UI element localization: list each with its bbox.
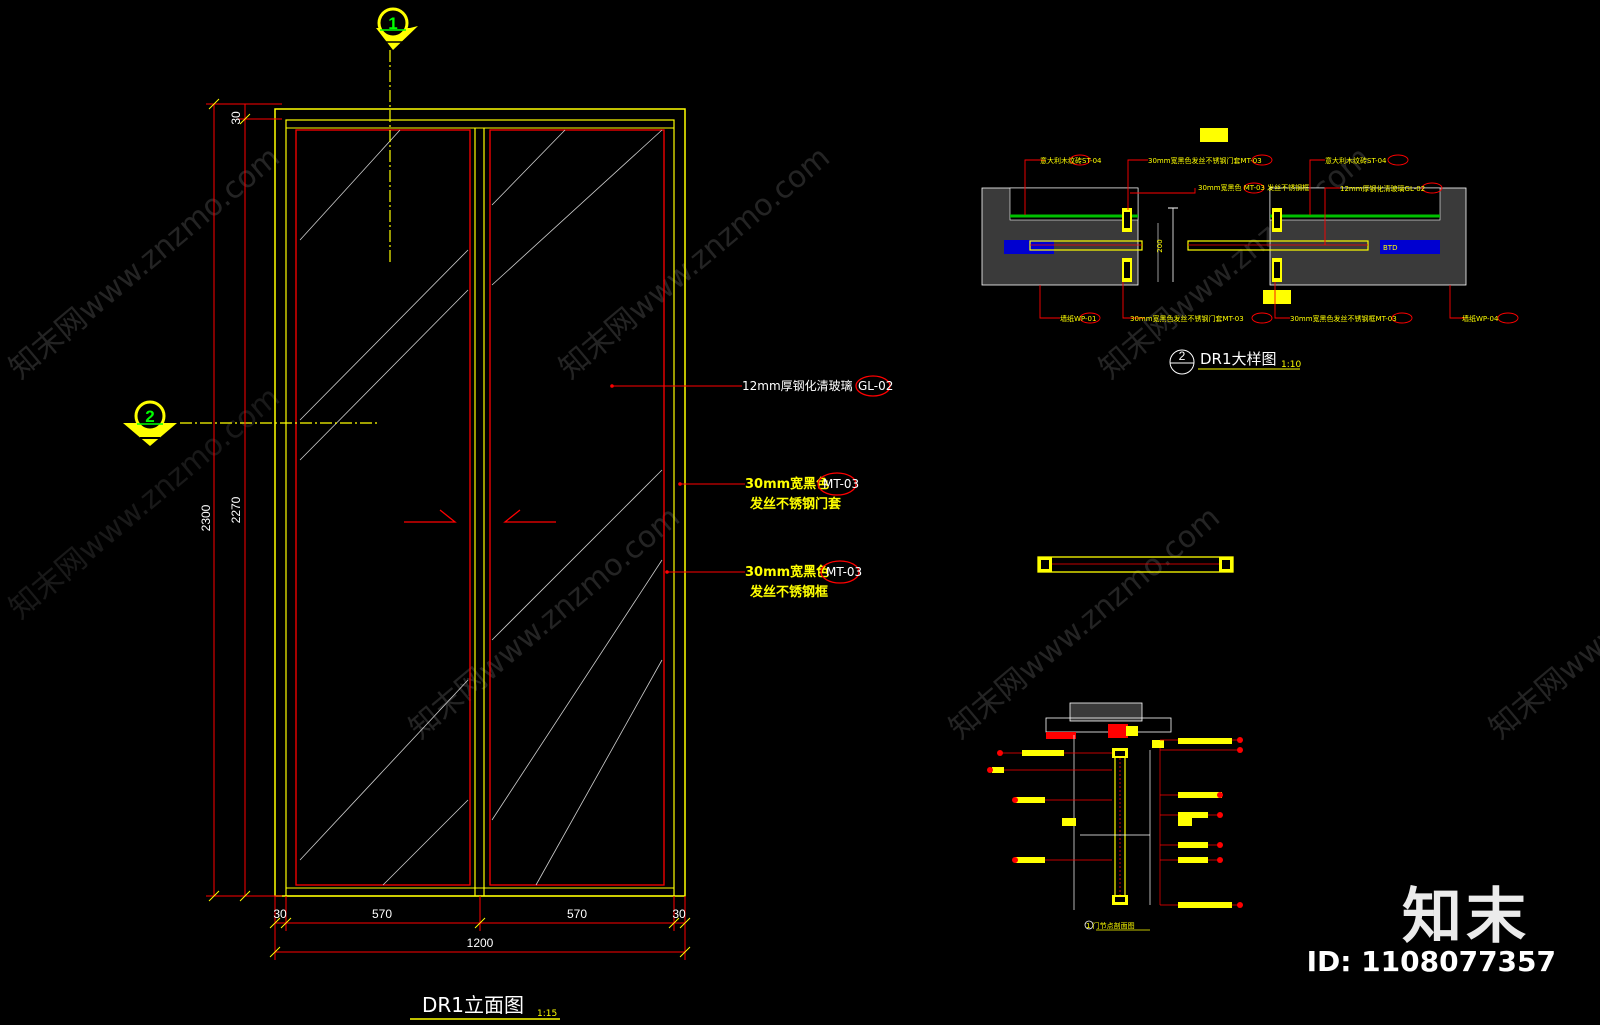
- detail-callouts-bottom: [1039, 282, 1519, 324]
- detail-title-marker: 2: [1179, 349, 1186, 363]
- door-frame-inner: [285, 119, 675, 897]
- dim-height-inner: 2270: [229, 496, 243, 523]
- dim-height-total: 2300: [199, 504, 213, 531]
- dim-leaf-left: 570: [372, 907, 392, 921]
- note-glass: 12mm厚钢化清玻璃 GL-02: [610, 375, 893, 397]
- watermark-text: 知末网www.znzmo.com: [553, 140, 837, 386]
- door-elevation: 1 2 2300 2270 30: [123, 7, 893, 1020]
- dim-width-total: 1200: [467, 936, 494, 950]
- detail-callouts-top: [1024, 154, 1443, 245]
- note-glass-text: 12mm厚钢化清玻璃: [742, 379, 853, 393]
- section-marker-1-label: 1: [388, 14, 397, 33]
- door-frame-outer: [274, 108, 686, 897]
- note-frame-line2: 发丝不锈钢框: [749, 584, 828, 600]
- horizontal-dimensions: [269, 896, 691, 960]
- vertical-dimensions: [206, 98, 282, 902]
- brand-id-text: ID: 1108077357: [1306, 945, 1556, 978]
- section-marker-2-label: 2: [145, 407, 154, 426]
- detail-callout-top-5: 12mm厚钢化清玻璃GL-02: [1340, 184, 1425, 193]
- detail-callout-bottom-3: 30mm宽黑色发丝不锈钢框MT-03: [1290, 314, 1397, 323]
- door-handle-left: [404, 509, 457, 523]
- detail-dim-label: BTD: [1383, 244, 1397, 252]
- elevation-title-scale: 1:15: [537, 1009, 557, 1019]
- detail-title-scale: 1:10: [1281, 360, 1301, 370]
- detail-callout-top-1: 意大利木纹砖ST-04: [1040, 156, 1102, 165]
- note-door-cover-code: MT-03: [823, 477, 859, 491]
- door-handle-right: [503, 509, 556, 523]
- insulation-right: [1380, 240, 1440, 254]
- detail-room-top: 走廊: [1207, 131, 1221, 140]
- note-door-cover-line1: 30mm宽黑色: [745, 476, 829, 492]
- note-door-cover: 30mm宽黑色 MT-03 发丝不锈钢门套: [678, 472, 859, 512]
- detail-dim-200: 200: [1156, 239, 1164, 252]
- glass-reflection-lines: [299, 129, 663, 886]
- detail-callout-top-4: 意大利木纹砖ST-04: [1325, 156, 1387, 165]
- note-frame-code: MT-03: [826, 565, 862, 579]
- note-frame-line1: 30mm宽黑色: [745, 564, 829, 580]
- door-leaf-left: [295, 129, 471, 886]
- note-glass-code: GL-02: [858, 379, 893, 393]
- dim-frame-right: 30: [672, 907, 686, 921]
- watermark-text: 知末网www.znzmo.com: [3, 140, 287, 386]
- detail-title-text: DR1大样图: [1200, 350, 1277, 368]
- brand-logo: 知末: [1402, 882, 1530, 952]
- section-marker-1: 1: [376, 7, 418, 50]
- elevation-title-text: DR1立面图: [422, 993, 524, 1017]
- note-glass-bubble: [855, 375, 891, 397]
- detail-callout-top-3: 30mm宽黑色 MT-03 发丝不锈钢框: [1198, 183, 1309, 192]
- dim-top-offset: 30: [229, 111, 243, 125]
- detail-room-bottom: 餐厅: [1270, 293, 1284, 302]
- note-frame-bubble: [820, 560, 860, 584]
- insulation-left: [1004, 240, 1054, 254]
- door-leaf-plan-right: [1187, 240, 1369, 251]
- note-frame: 30mm宽黑色 MT-03 发丝不锈钢框: [665, 560, 862, 600]
- note-door-cover-line2: 发丝不锈钢门套: [749, 496, 842, 512]
- note-door-cover-bubble: [817, 472, 857, 496]
- door-leaf-plan-left: [1029, 240, 1143, 251]
- section-marker-2: 2: [123, 400, 177, 446]
- elevation-title: DR1立面图 1:15: [410, 993, 560, 1020]
- dim-leaf-right: 570: [567, 907, 587, 921]
- watermark-text: 知末网www.znzmo.com: [1483, 500, 1600, 746]
- detail-callout-top-2: 30mm宽黑色发丝不锈钢门套MT-03: [1148, 156, 1262, 165]
- node-section: 1 门节点剖面图: [987, 702, 1243, 931]
- door-leaf-right: [489, 129, 665, 886]
- detail-callout-bottom-4: 墙纸WP-04: [1462, 314, 1499, 323]
- watermark-text: 知末网www.znzmo.com: [403, 500, 687, 746]
- detail-callout-bottom-2: 30mm宽黑色发丝不锈钢门套MT-03: [1130, 314, 1244, 323]
- detail-title: 2 DR1大样图 1:10: [1169, 349, 1301, 375]
- threshold-detail: [1037, 556, 1234, 573]
- node-section-label: 1 门节点剖面图: [1086, 921, 1135, 930]
- detail-callout-bottom-1: 墙纸WP-01: [1060, 314, 1096, 323]
- dim-frame-left: 30: [273, 907, 287, 921]
- detail-plan-section: 200 BTD 走廊 餐厅 意大利木纹砖ST-04 30mm宽黑色发丝不锈钢门套…: [981, 128, 1519, 375]
